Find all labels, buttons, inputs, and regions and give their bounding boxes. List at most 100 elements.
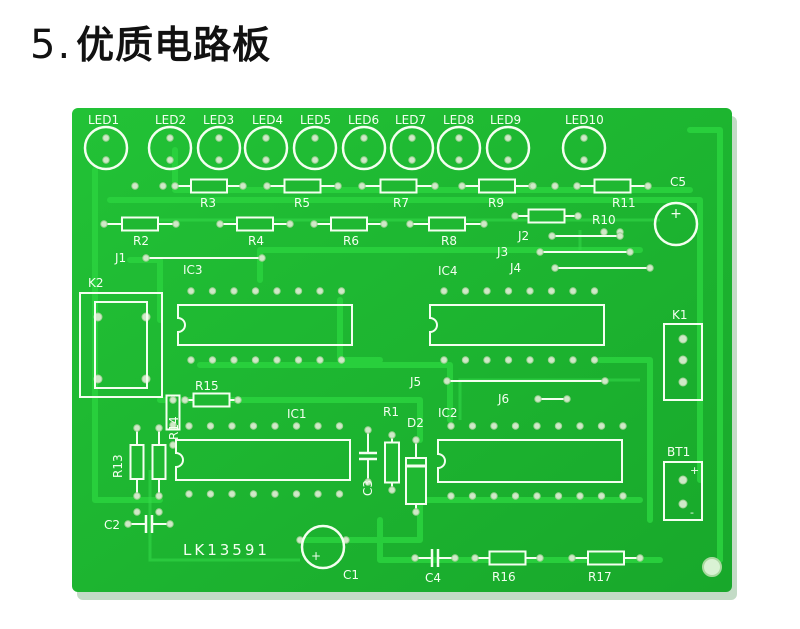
label-r15: R15 (195, 379, 219, 393)
pad (388, 486, 396, 494)
pad (262, 156, 270, 164)
pad (468, 422, 477, 430)
pad (533, 422, 541, 430)
label-r3: R3 (200, 196, 216, 210)
pad (646, 264, 654, 272)
pad (230, 287, 238, 295)
pad (616, 232, 624, 240)
pad (471, 554, 479, 562)
pad (172, 220, 180, 228)
pad (215, 156, 223, 164)
pad (504, 156, 512, 164)
pad (159, 182, 167, 190)
pad (251, 287, 260, 295)
label-led9: LED9 (490, 113, 521, 127)
pad (124, 520, 132, 528)
pad (554, 492, 563, 500)
label-r8: R8 (441, 234, 457, 248)
label-ic3: IC3 (183, 263, 203, 277)
label-c2: C2 (104, 518, 120, 532)
pad (364, 478, 372, 486)
pad (364, 426, 372, 434)
pad (536, 554, 544, 562)
label-j3: J3 (496, 245, 508, 259)
pad (411, 554, 419, 562)
jumper-footprint (443, 377, 609, 385)
resistor-footprint (216, 216, 294, 232)
pad (335, 490, 344, 498)
pad (258, 254, 266, 262)
pad (334, 182, 342, 190)
pad (314, 490, 322, 498)
label-r10: R10 (592, 213, 616, 227)
pad (431, 182, 439, 190)
board-model-label: LK13591 (183, 541, 270, 559)
pad (511, 422, 520, 430)
pad (239, 182, 247, 190)
pad (360, 156, 368, 164)
pad (468, 492, 477, 500)
label-led10: LED10 (565, 113, 604, 127)
pad (155, 424, 163, 432)
pad (678, 334, 688, 344)
electrolytic-caps (300, 201, 699, 570)
bt1-minus-mark: - (690, 506, 694, 519)
label-j5: J5 (409, 375, 421, 389)
pad (590, 356, 599, 364)
pad (412, 436, 420, 444)
label-led6: LED6 (348, 113, 379, 127)
pad (185, 490, 193, 498)
pad (215, 134, 223, 142)
pad (447, 492, 455, 500)
ic-outlines (175, 304, 623, 483)
pad (447, 422, 455, 430)
pad (181, 396, 189, 404)
resistor-footprint (573, 178, 652, 194)
pad (311, 156, 319, 164)
pad (187, 356, 195, 364)
pad (554, 422, 563, 430)
pad (644, 182, 652, 190)
pad (263, 182, 271, 190)
label-c1: C1 (343, 568, 359, 582)
resistor-footprint (165, 394, 181, 431)
heading-number: 5 (30, 22, 56, 68)
pad (547, 356, 556, 364)
pad (568, 554, 576, 562)
pad (380, 220, 388, 228)
pad (590, 287, 599, 295)
label-j4: J4 (509, 261, 521, 275)
label-led7: LED7 (395, 113, 426, 127)
pad (551, 264, 559, 272)
label-d2: D2 (407, 416, 424, 430)
pad (206, 490, 215, 498)
pad (360, 134, 368, 142)
label-r9: R9 (488, 196, 504, 210)
pad (169, 396, 177, 404)
resistor-footprint (511, 208, 582, 224)
pad (155, 492, 163, 500)
pad (597, 422, 606, 430)
pad (576, 492, 584, 500)
pad (102, 134, 110, 142)
pad (314, 422, 322, 430)
pad (292, 422, 301, 430)
jumper-footprint (551, 264, 654, 272)
pad (580, 134, 588, 142)
pad (455, 134, 463, 142)
label-c4: C4 (425, 571, 441, 585)
resistor-footprint (568, 550, 644, 566)
resistor-footprint (384, 431, 400, 494)
pad (536, 248, 544, 256)
label-j2: J2 (517, 229, 529, 243)
label-r17: R17 (588, 570, 612, 584)
pad (230, 356, 238, 364)
label-r16: R16 (492, 570, 516, 584)
pad (133, 424, 141, 432)
led-footprint (436, 125, 482, 171)
pad (636, 554, 644, 562)
pad (310, 220, 318, 228)
resistor-footprint (100, 216, 180, 232)
pad (563, 395, 571, 403)
pad (228, 490, 236, 498)
